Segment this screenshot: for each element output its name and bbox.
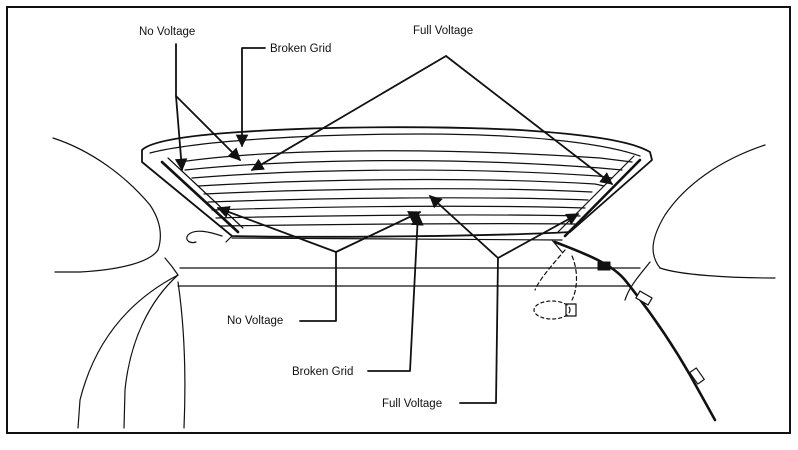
label-full-voltage-bottom: Full Voltage — [382, 398, 442, 410]
leader-no-voltage-bottom-a — [299, 251, 337, 322]
window-trim — [177, 237, 641, 287]
defogger-grid — [179, 150, 633, 227]
leader-full-voltage-bottom-b — [429, 195, 499, 259]
leader-no-voltage-bottom-c — [335, 211, 422, 253]
label-no-voltage-top: No Voltage — [139, 26, 195, 38]
car-body-right — [624, 144, 776, 301]
leader-broken-grid-bottom — [367, 212, 424, 372]
leader-no-voltage-top-a — [174, 43, 188, 172]
label-broken-grid-bottom: Broken Grid — [292, 366, 353, 378]
leader-broken-grid-top — [235, 47, 266, 148]
rear-window — [141, 126, 653, 238]
leader-full-voltage-bottom-c — [497, 213, 580, 259]
leader-no-voltage-bottom-b — [216, 206, 337, 253]
frame-border — [6, 6, 791, 434]
label-broken-grid-top: Broken Grid — [270, 43, 331, 55]
leader-no-voltage-top-b — [175, 95, 241, 161]
leader-full-voltage-top-b — [445, 55, 613, 185]
leader-full-voltage-top-a — [250, 55, 447, 171]
car-body-left — [52, 137, 186, 429]
label-full-voltage-top: Full Voltage — [413, 25, 473, 37]
leader-full-voltage-bottom-a — [459, 257, 499, 404]
leader-lines — [174, 43, 613, 404]
wiring-harness — [551, 239, 717, 422]
label-no-voltage-bottom: No Voltage — [227, 315, 283, 327]
test-light — [533, 249, 578, 320]
left-bus-bar — [160, 157, 244, 244]
